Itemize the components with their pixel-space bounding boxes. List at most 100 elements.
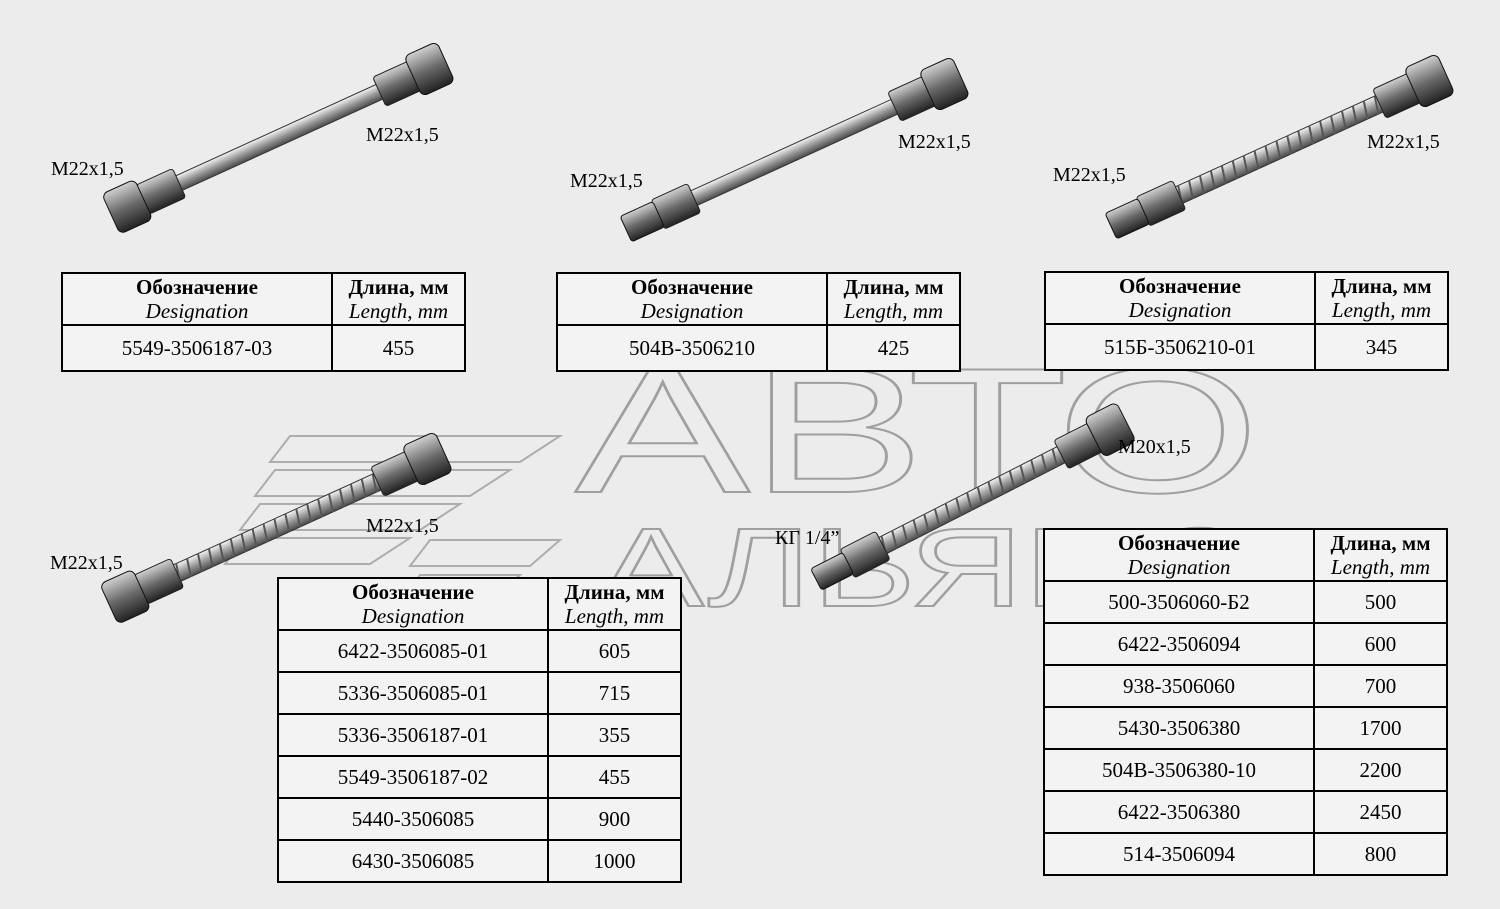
designation-header-ru: Обозначение (1119, 274, 1241, 298)
length-cell: 605 (547, 629, 682, 673)
thread-label-h1-right: M22x1,5 (366, 124, 439, 146)
designation-header-en: Designation (640, 299, 744, 323)
spec-table-1: Обозначение Designation Длина, мм Length… (61, 272, 466, 372)
table-row: 5549-3506187-03 455 (61, 324, 466, 372)
length-cell: 455 (547, 755, 682, 799)
hose-4-braid-ridges (175, 473, 378, 582)
hose-3-nut-right (1405, 54, 1454, 108)
length-header-en: Length, mm (564, 604, 665, 628)
hose-4 (101, 432, 452, 623)
length-header-ru: Длина, мм (843, 275, 944, 299)
hose-1-nut-left (103, 180, 152, 233)
designation-header: Обозначение Designation (1043, 528, 1315, 582)
designation-cell: 5549-3506187-03 (61, 324, 333, 372)
hose-4-nut-left (101, 570, 150, 623)
length-cell: 2450 (1313, 790, 1448, 834)
designation-header-en: Designation (145, 299, 249, 323)
length-cell: 500 (1313, 580, 1448, 624)
designation-header-en: Designation (361, 604, 465, 628)
hose-5-braid (873, 443, 1071, 557)
thread-label-h5-right: M20x1,5 (1118, 436, 1191, 458)
hose-3 (1105, 54, 1454, 239)
designation-header-en: Designation (1128, 298, 1232, 322)
designation-cell: 6422-3506380 (1043, 790, 1315, 834)
designation-cell: 5440-3506085 (277, 797, 549, 841)
length-header: Длина, мм Length, mm (1313, 528, 1448, 582)
thread-label-h3-right: M22x1,5 (1367, 131, 1440, 153)
length-cell: 355 (547, 713, 682, 757)
length-header-ru: Длина, мм (564, 580, 665, 604)
designation-cell: 5336-3506187-01 (277, 713, 549, 757)
hose-4-nut-right (403, 432, 452, 486)
designation-header-ru: Обозначение (1118, 531, 1240, 555)
designation-header-en: Designation (1127, 555, 1231, 579)
thread-label-h5-left: КГ 1/4” (775, 527, 840, 549)
hose-1-tube (170, 81, 388, 194)
length-header-en: Length, mm (843, 299, 944, 323)
length-header-ru: Длина, мм (348, 275, 449, 299)
thread-label-h4-left: M22x1,5 (50, 552, 123, 574)
length-cell: 900 (547, 797, 682, 841)
designation-cell: 500-3506060-Б2 (1043, 580, 1315, 624)
length-cell: 425 (826, 324, 961, 372)
designation-header: Обозначение Designation (556, 272, 828, 326)
spec-table-3: Обозначение Designation Длина, мм Length… (1044, 271, 1449, 371)
hose-3-braid-ridges (1177, 95, 1380, 204)
designation-cell: 514-3506094 (1043, 832, 1315, 876)
table-row: 515Б-3506210-01 345 (1044, 323, 1449, 371)
length-header: Длина, мм Length, mm (826, 272, 961, 326)
table-header-row: Обозначение Designation Длина, мм Length… (61, 272, 466, 326)
hose-2-tube (685, 96, 903, 209)
hose-3-nipple-left (1105, 198, 1149, 239)
designation-cell: 6422-3506085-01 (277, 629, 549, 673)
thread-label-h3-left: M22x1,5 (1053, 164, 1126, 186)
length-cell: 700 (1313, 664, 1448, 708)
designation-cell: 504В-3506210 (556, 324, 828, 372)
length-cell: 600 (1313, 622, 1448, 666)
length-cell: 1700 (1313, 706, 1448, 750)
designation-cell: 5430-3506380 (1043, 706, 1315, 750)
designation-header-ru: Обозначение (136, 275, 258, 299)
hose-2-nipple-left (620, 201, 664, 242)
length-cell: 715 (547, 671, 682, 715)
designation-cell: 6430-3506085 (277, 839, 549, 883)
spec-table-2: Обозначение Designation Длина, мм Length… (556, 272, 961, 372)
designation-cell: 5336-3506085-01 (277, 671, 549, 715)
designation-cell: 515Б-3506210-01 (1044, 323, 1316, 371)
length-cell: 345 (1314, 323, 1449, 371)
table-header-row: Обозначение Designation Длина, мм Length… (1043, 528, 1448, 582)
length-header: Длина, мм Length, mm (1314, 271, 1449, 325)
designation-cell: 5549-3506187-02 (277, 755, 549, 799)
spec-table-5: Обозначение Designation Длина, мм Length… (1043, 528, 1448, 876)
designation-header: Обозначение Designation (61, 272, 333, 326)
length-header-ru: Длина, мм (1330, 531, 1431, 555)
thread-label-h2-right: M22x1,5 (898, 131, 971, 153)
designation-header-ru: Обозначение (631, 275, 753, 299)
designation-cell: 504В-3506380-10 (1043, 748, 1315, 792)
hose-2-nut-right (920, 57, 969, 111)
length-header: Длина, мм Length, mm (547, 577, 682, 631)
table-header-row: Обозначение Designation Длина, мм Length… (1044, 271, 1449, 325)
length-header-en: Length, mm (1331, 298, 1432, 322)
length-cell: 455 (331, 324, 466, 372)
table-row: 504В-3506210 425 (556, 324, 961, 372)
designation-header: Обозначение Designation (1044, 271, 1316, 325)
hose-2 (620, 57, 969, 242)
length-header-ru: Длина, мм (1331, 274, 1432, 298)
length-cell: 1000 (547, 839, 682, 883)
thread-label-h2-left: M22x1,5 (570, 170, 643, 192)
length-header-en: Length, mm (348, 299, 449, 323)
designation-header-ru: Обозначение (352, 580, 474, 604)
hose-5-nipple-left (811, 553, 854, 590)
